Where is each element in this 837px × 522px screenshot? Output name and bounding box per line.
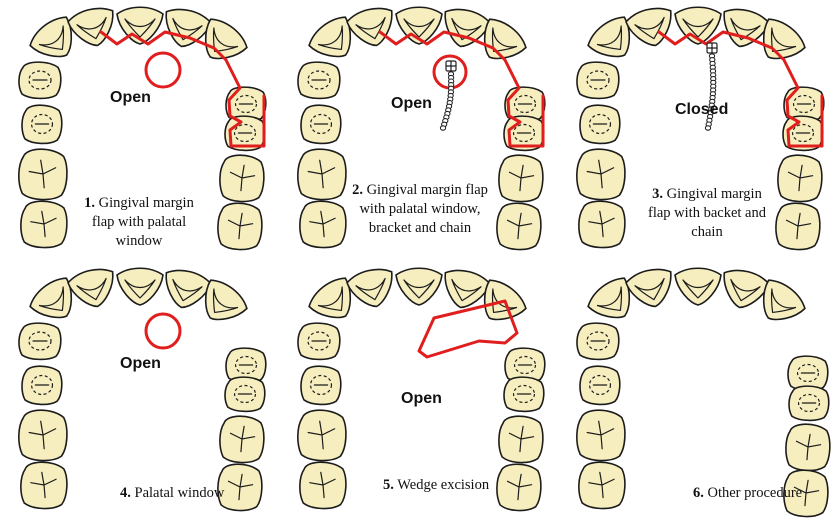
molar-tooth [220, 416, 264, 462]
panel-caption: 3. Gingival margin flap with backet and ch… [648, 186, 767, 240]
traction-chain [705, 54, 715, 130]
incisor-tooth [66, 4, 120, 51]
molar-tooth [218, 464, 262, 510]
premolar-tooth [580, 366, 620, 404]
panel-1: Open 1. Gingival margin flap with palatal w… [19, 4, 266, 249]
panel-6: 6. Other procedure [577, 265, 830, 516]
status-label: Open [110, 89, 151, 106]
caption-line: bracket and chain [369, 220, 472, 236]
panel-4: Open 4. Palatal window [19, 265, 266, 510]
molar-tooth [497, 464, 541, 510]
molar-tooth [220, 155, 264, 201]
incisor-tooth [396, 268, 442, 305]
panel-caption: 6. Other procedure [693, 485, 802, 501]
panel-caption: 1. Gingival margin flap with palatal windo… [84, 195, 194, 249]
molar-tooth [218, 203, 262, 249]
status-label: Closed [675, 101, 728, 118]
caption-line: Palatal window [131, 485, 225, 501]
caption-line: chain [691, 224, 723, 240]
caption-line: Gingival margin flap [363, 182, 488, 198]
premolar-tooth [19, 323, 61, 359]
molar-tooth [778, 155, 822, 201]
status-label: Open [391, 95, 432, 112]
incisor-tooth [117, 268, 163, 305]
molar-tooth [497, 203, 541, 249]
panel-5: Open 5. Wedge excision [298, 265, 545, 510]
caption-line: with palatal window, [359, 201, 480, 217]
molar-tooth [776, 203, 820, 249]
molar-tooth [577, 149, 625, 199]
incisor-tooth [66, 265, 120, 312]
molar-tooth [300, 462, 346, 508]
premolar-tooth [789, 386, 829, 420]
premolar-tooth [225, 377, 265, 411]
incisor-tooth [624, 4, 678, 51]
panel-caption: 5. Wedge excision [383, 477, 490, 493]
caption-line: Gingival margin [663, 186, 763, 202]
panel-number: 3. [652, 186, 663, 202]
premolar-tooth [298, 62, 340, 98]
panel-2: Open 2. Gingival margin flap with palatal … [298, 4, 545, 249]
panel-number: 1. [84, 195, 95, 211]
molar-tooth [21, 462, 67, 508]
premolar-tooth [22, 366, 62, 404]
incisor-tooth [624, 265, 678, 312]
panel-caption: 2. Gingival margin flap with palatal wind… [352, 182, 488, 236]
status-label: Open [120, 355, 161, 372]
traction-chain [440, 72, 453, 130]
premolar-tooth [22, 105, 62, 143]
molar-tooth [579, 462, 625, 508]
molar-tooth [499, 155, 543, 201]
incisor-tooth [159, 266, 213, 313]
molar-tooth [19, 410, 67, 460]
orthodontic-bracket [707, 43, 717, 53]
premolar-tooth [301, 366, 341, 404]
caption-line: Other procedure [704, 485, 802, 501]
caption-line: window [116, 233, 163, 249]
premolar-tooth [298, 323, 340, 359]
incisor-tooth [675, 268, 721, 305]
incisor-tooth [345, 4, 399, 51]
molar-tooth [577, 410, 625, 460]
panel-caption: 4. Palatal window [120, 485, 225, 501]
premolar-tooth [788, 356, 828, 390]
palatal-window [146, 53, 180, 87]
caption-line: flap with palatal [92, 214, 186, 230]
caption-line: flap with backet and [648, 205, 767, 221]
premolar-tooth [577, 323, 619, 359]
orthodontic-bracket [446, 61, 456, 71]
molar-tooth [298, 410, 346, 460]
molar-tooth [21, 201, 67, 247]
incisor-tooth [717, 266, 771, 313]
premolar-tooth [580, 105, 620, 143]
premolar-tooth [577, 62, 619, 98]
molar-tooth [579, 201, 625, 247]
status-label: Open [401, 390, 442, 407]
premolar-tooth [504, 377, 544, 411]
panel-number: 2. [352, 182, 363, 198]
panel-number: 4. [120, 485, 131, 501]
molar-tooth [19, 149, 67, 199]
panel-number: 5. [383, 477, 394, 493]
palatal-window [146, 314, 180, 348]
molar-tooth [499, 416, 543, 462]
caption-line: Wedge excision [394, 477, 490, 493]
caption-line: Gingival margin [95, 195, 195, 211]
panel-3: Closed 3. Gingival margin flap with backet… [577, 4, 824, 249]
incisor-tooth [345, 265, 399, 312]
panel-number: 6. [693, 485, 704, 501]
molar-tooth [298, 149, 346, 199]
premolar-tooth [19, 62, 61, 98]
molar-tooth [300, 201, 346, 247]
premolar-tooth [301, 105, 341, 143]
molar-tooth [786, 424, 830, 470]
